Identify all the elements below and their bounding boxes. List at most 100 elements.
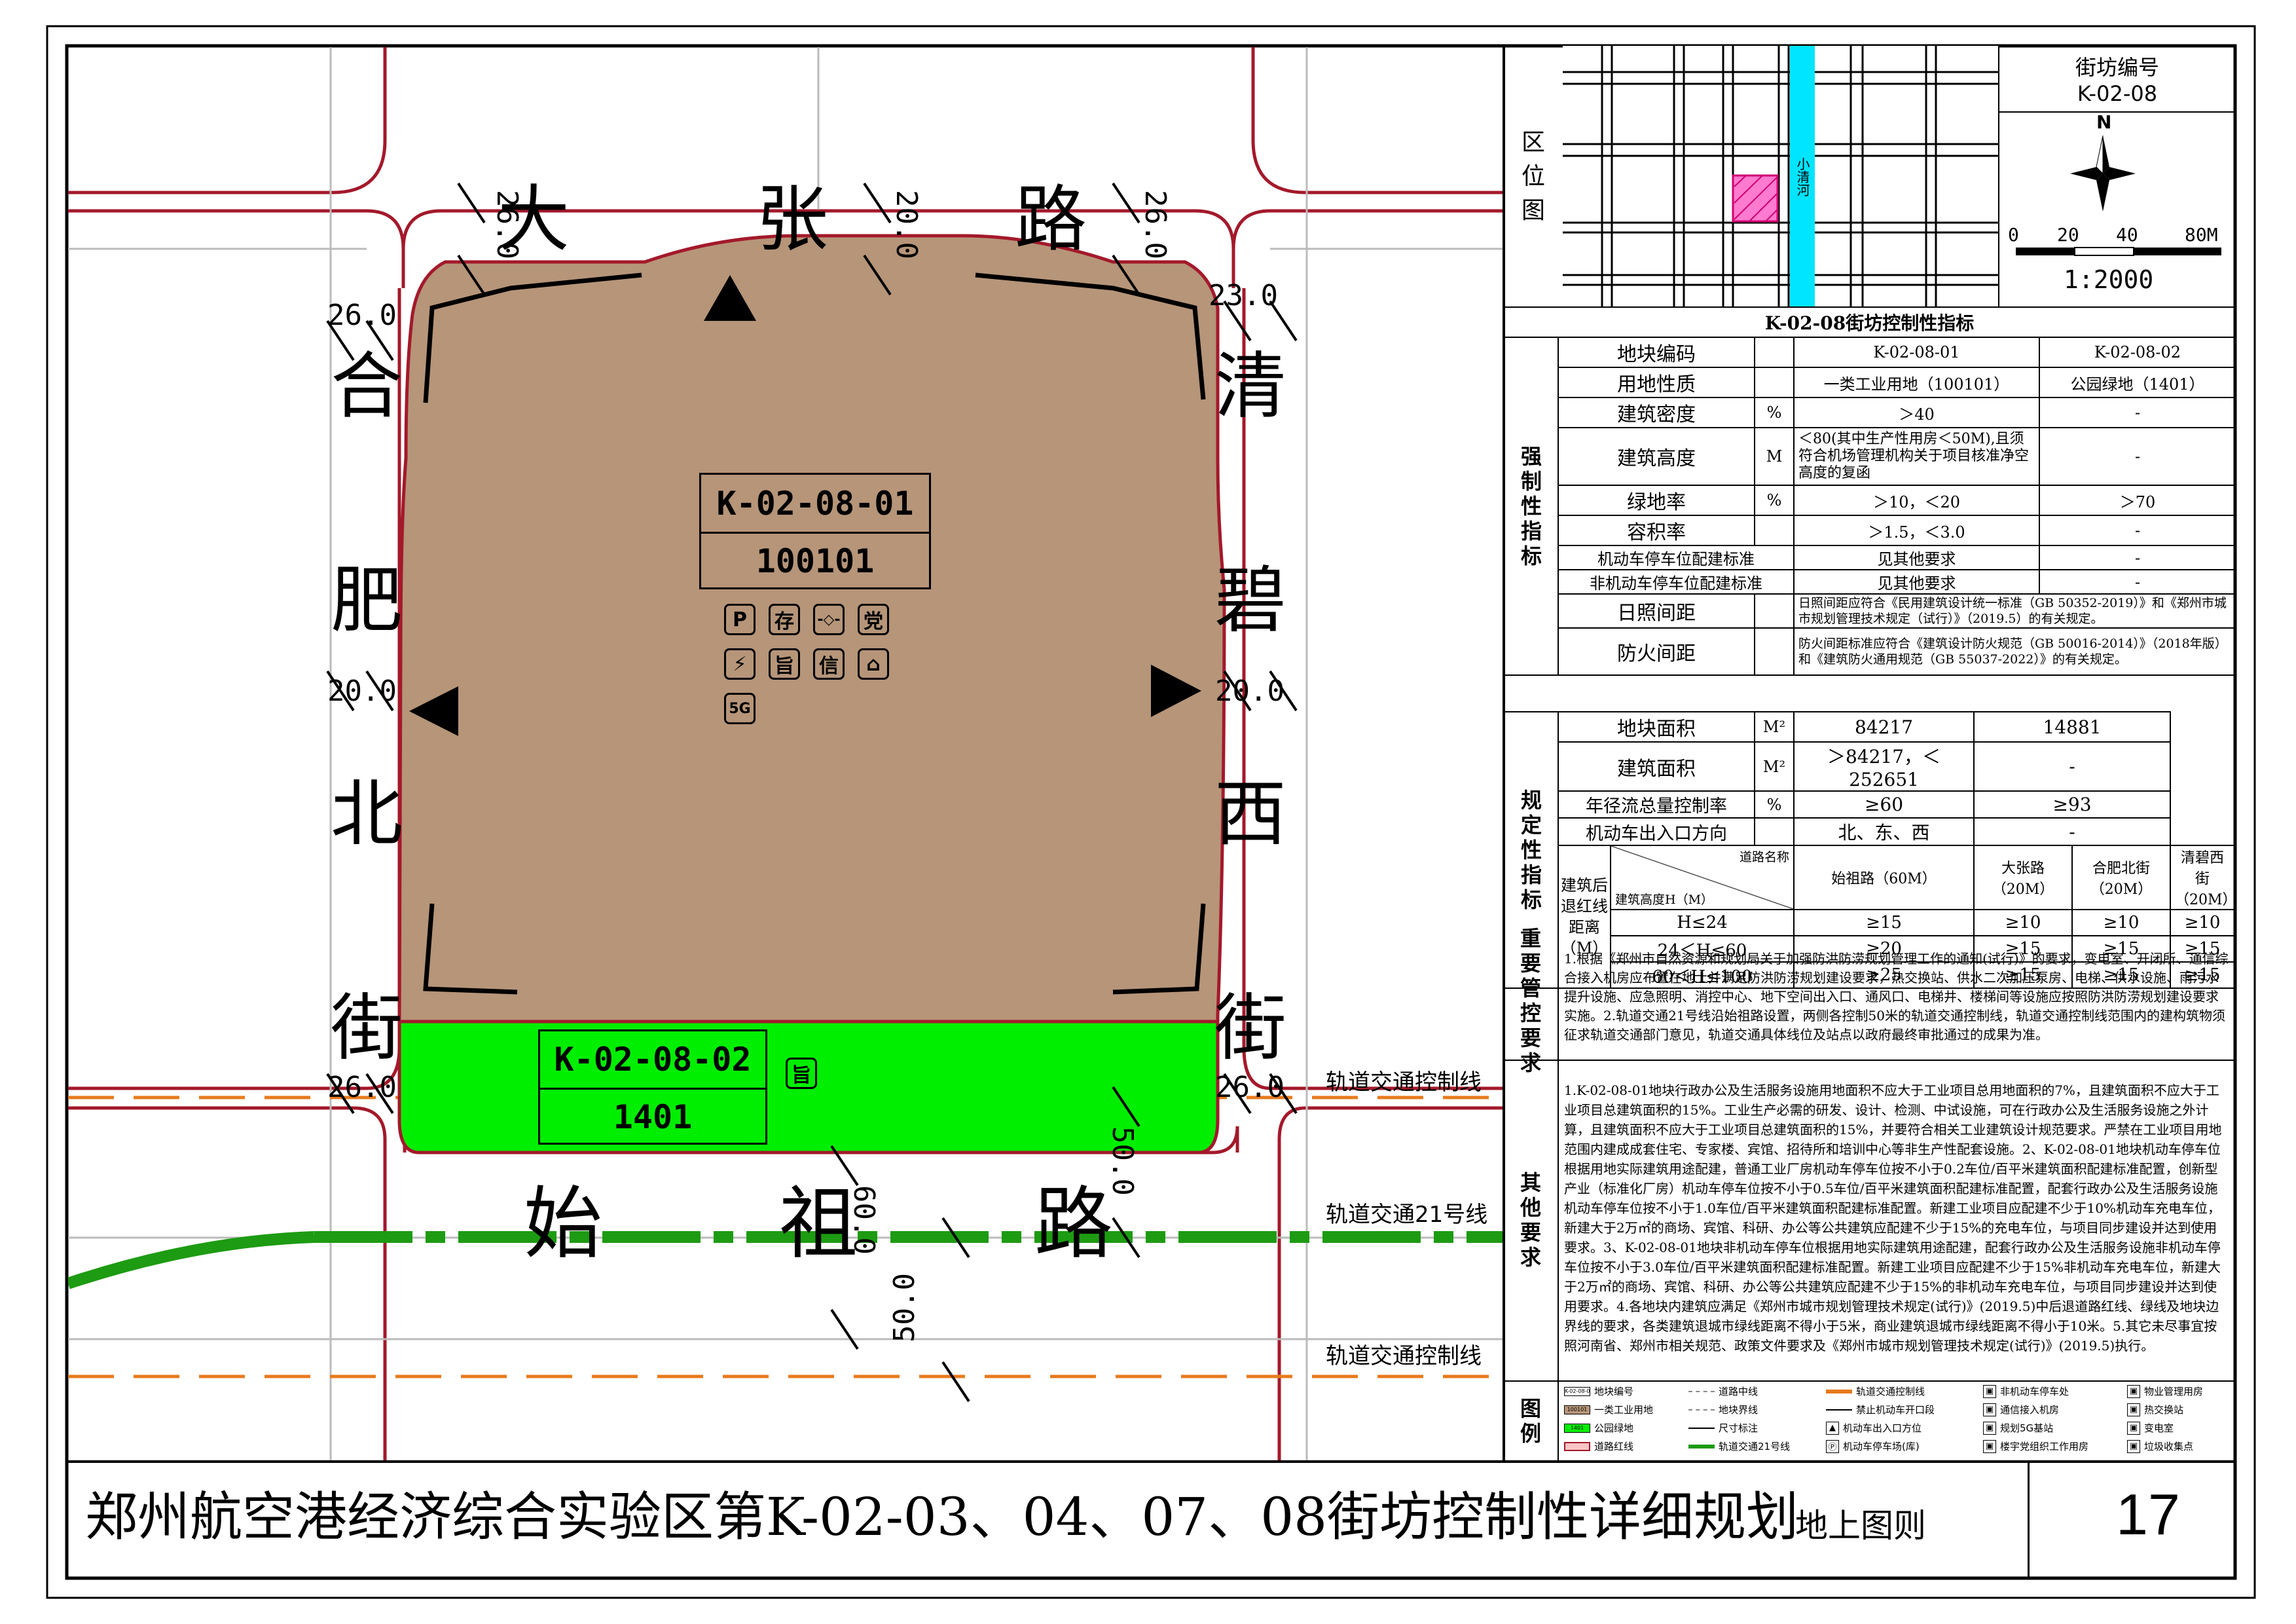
legend-label: 物业管理用房 bbox=[2144, 1386, 2204, 1397]
footer-subtitle: 地上图则 bbox=[1795, 1507, 1926, 1545]
road-name-char: 张 bbox=[756, 177, 828, 261]
legend-swatch: K-02-08-01 bbox=[1564, 1386, 1590, 1396]
entrance-arrow-west bbox=[409, 686, 458, 736]
setback-row: 60＜H≤100≥25≥15≥15≥15 bbox=[1504, 961, 2235, 989]
setback-road-header: 清碧西街（20M） bbox=[2170, 845, 2235, 910]
row-value-parcel-1: 一类工业用地（100101） bbox=[1793, 367, 2040, 398]
legend-swatch: ▣ bbox=[1983, 1421, 1996, 1435]
parcel-1-label: K-02-08-01 100101 bbox=[699, 473, 931, 589]
outer-frame bbox=[46, 25, 2256, 1599]
setback-value: ≥15 bbox=[2170, 935, 2235, 963]
legend-item: 尺寸标注 bbox=[1688, 1421, 1758, 1435]
legend-swatch: ▲ bbox=[1826, 1421, 1839, 1435]
important-title: 重要管控要求 bbox=[1504, 926, 1559, 1075]
legend-label: 机动车停车场(库) bbox=[1843, 1441, 1920, 1452]
setback-value: ≥15 bbox=[1973, 935, 2073, 963]
row-value-parcel-1: ≥60 bbox=[1793, 790, 1975, 819]
dimension-ticks bbox=[326, 182, 1298, 1403]
legend-item: ▣楼宇党组织工作用房 bbox=[1983, 1439, 2088, 1453]
page-number: 17 bbox=[2116, 1482, 2180, 1547]
other-text: 1.K-02-08-01地块行政办公及生活服务设施用地面积不应大于工业项目总用地… bbox=[1564, 1082, 2222, 1354]
regulatory-row: 机动车出入口方向北、东、西- bbox=[1504, 817, 2234, 846]
legend-item: ▲机动车出入口方位 bbox=[1826, 1421, 1922, 1435]
legend-swatch bbox=[1688, 1409, 1715, 1411]
header-panel: 区位图 小清河 街坊编号 K-02-08 N bbox=[1504, 46, 2235, 308]
mandatory-row: 非机动车停车位配建标准见其他要求- bbox=[1504, 569, 2236, 595]
legend-item: ▣变电室 bbox=[2127, 1421, 2174, 1435]
block-number-box: 街坊编号 K-02-08 bbox=[1999, 46, 2235, 113]
road-name-char: 街 bbox=[331, 986, 403, 1070]
legend-swatch: ▣ bbox=[1983, 1384, 1996, 1398]
parcel-2-waste-icon: 旨 bbox=[786, 1058, 817, 1089]
road-width-top-right: 26.0 bbox=[1139, 190, 1172, 259]
row-label: 地块面积 bbox=[1558, 711, 1755, 743]
legend-item: K-02-08-01地块编号 bbox=[1564, 1384, 1633, 1398]
legend-swatch: ▣ bbox=[2127, 1421, 2140, 1435]
legend-swatch: 1401 bbox=[1564, 1423, 1590, 1433]
row-label: 容积率 bbox=[1558, 515, 1755, 546]
setback-height-range: 24＜H≤60 bbox=[1610, 935, 1795, 963]
north-arrow-icon bbox=[2070, 135, 2136, 212]
inner-frame bbox=[65, 44, 2237, 1580]
scale-tick-label: 80M bbox=[2185, 224, 2218, 246]
legend-swatch bbox=[1688, 1444, 1715, 1449]
road-name-bottom: 始祖路 bbox=[524, 1179, 1113, 1270]
house-icon: ⌂ bbox=[858, 648, 889, 680]
setback-value: ≥10 bbox=[2170, 909, 2235, 936]
location-map: 小清河 bbox=[1563, 46, 1998, 308]
row-value-parcel-2: - bbox=[2039, 545, 2236, 570]
road-width-labels: 26.0 20.0 26.0 26.0 23.0 20.0 20.0 26.0 … bbox=[327, 190, 1285, 1342]
row-value-parcel-2: - bbox=[2039, 427, 2236, 486]
row-value-parcel-1: 84217 bbox=[1793, 711, 1975, 743]
legend-label: 地块界线 bbox=[1719, 1404, 1758, 1416]
mandatory-row: 绿地率%＞10，＜20＞70 bbox=[1504, 485, 2236, 516]
legend-swatch bbox=[1564, 1441, 1590, 1451]
setback-header-row: 建筑后退红线距离（M）道路名称建筑高度H（M）始祖路（60M）大张路（20M）合… bbox=[1504, 845, 2235, 989]
row-unit bbox=[1754, 593, 1795, 629]
row-value-parcel-2: - bbox=[2039, 397, 2236, 428]
setback-value: ≥15 bbox=[1973, 961, 2073, 989]
road-name-char: 碧 bbox=[1214, 558, 1286, 642]
setback-value: ≥10 bbox=[1973, 909, 2073, 936]
parcel-k-02-08-01[interactable] bbox=[397, 234, 1226, 1024]
signal-icon: 信 bbox=[813, 648, 845, 680]
legend-item: ▣规划5G基站 bbox=[1983, 1421, 2053, 1435]
road-width-bottom-50b: 50.0 bbox=[888, 1273, 921, 1342]
legend-swatch: ▣ bbox=[1983, 1439, 1996, 1453]
setback-height-range: H≤24 bbox=[1610, 909, 1795, 936]
regulatory-title: 规定性指标 bbox=[1504, 711, 1559, 989]
parcel-1-use: 100101 bbox=[756, 542, 875, 580]
row-label: 非机动车停车位配建标准 bbox=[1558, 569, 1795, 595]
rail-control-label-top: 轨道交通控制线 bbox=[1326, 1069, 1482, 1096]
road-width-top-mid: 20.0 bbox=[890, 190, 923, 259]
mandatory-title: 强制性指标 bbox=[1504, 337, 1559, 676]
road-name-left: 合肥北街 bbox=[327, 327, 406, 1074]
row-unit: M² bbox=[1754, 741, 1795, 792]
setback-value: ≥15 bbox=[1793, 909, 1975, 936]
legend-item: 禁止机动车开口段 bbox=[1826, 1403, 1935, 1416]
setback-road-header: 合肥北街（20M） bbox=[2071, 845, 2172, 910]
row-value-parcel-2: 公园绿地（1401） bbox=[2039, 367, 2236, 398]
mandatory-row: 容积率＞1.5，＜3.0- bbox=[1504, 515, 2236, 546]
legend-swatch: ▣ bbox=[1983, 1403, 1996, 1416]
row-value-parcel-1: ＜80(其中生产性用房＜50M),且须符合机场管理机构关于项目核准净空高度的复函 bbox=[1793, 427, 2040, 486]
storage-icon: 存 bbox=[769, 604, 800, 635]
row-label: 绿地率 bbox=[1558, 485, 1755, 516]
row-value-parcel-2: - bbox=[2039, 515, 2236, 546]
legend-item: ▣垃圾收集点 bbox=[2127, 1439, 2193, 1453]
legend-label: 热交换站 bbox=[2144, 1404, 2184, 1416]
road-width-right-bottom: 26.0 bbox=[1215, 1071, 1285, 1104]
road-width-bottom-60: 60.0 bbox=[847, 1185, 881, 1255]
road-width-bottom-50a: 50.0 bbox=[1106, 1126, 1139, 1196]
road-name-char: 始 bbox=[524, 1179, 602, 1270]
north-label: N bbox=[2096, 111, 2112, 133]
road-width-left-top: 26.0 bbox=[327, 299, 397, 332]
legend-label: 道路红线 bbox=[1594, 1441, 1634, 1452]
legend-swatch bbox=[1688, 1427, 1715, 1429]
